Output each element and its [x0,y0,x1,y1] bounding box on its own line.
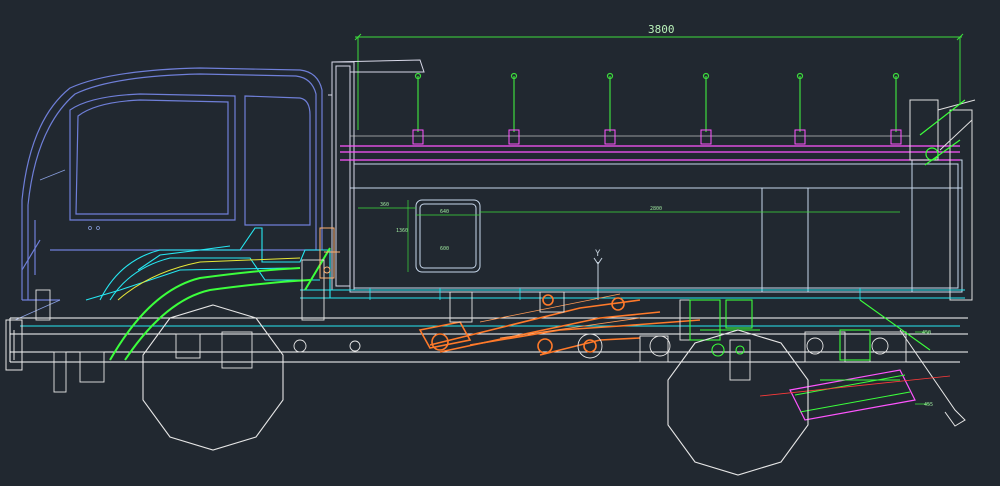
tarp-bows [414,72,900,132]
cab-outline [21,67,323,301]
cargo-body [349,159,963,293]
yellow-lines [117,257,301,301]
rear-dim-1: 450 [922,330,931,336]
inner-dim-lines [358,200,900,272]
inner-dim-2: 640 [440,209,449,215]
hydraulic-hoses [109,247,331,361]
y-axis-marker [593,257,603,300]
rear-underride [899,329,966,427]
misc-cyan [369,288,861,300]
rear-tailgate-mechanism [909,99,976,301]
chassis-green-details [689,299,931,361]
inner-dim-5: 600 [440,246,449,252]
hydraulic-lift [418,294,701,356]
rear-dim-lines [915,331,930,405]
cab-details [14,169,100,321]
rear-toolbox [789,369,916,421]
front-bumper [5,319,23,371]
cab-seat-structure [85,227,331,301]
rear-dim-2: 455 [924,402,933,408]
axis-label: Y [595,249,601,259]
rear-wheel [667,329,809,476]
inner-dim-4: 1360 [396,228,408,234]
bow-brackets [412,129,902,145]
inner-dim-1: 360 [380,202,389,208]
overall-length-label: 3800 [648,23,675,36]
overall-dimension [354,33,964,130]
junction-details [319,227,340,279]
rear-hinge-green [919,99,966,166]
inner-dim-3: 2800 [650,206,662,212]
subframe [20,289,965,327]
body-headboard [328,59,425,291]
red-centerline [759,375,951,397]
rear-toolbox-green [794,374,911,413]
inner-dimensions: 360 640 2800 1360 600 [380,202,662,252]
lift-details [479,293,641,339]
tarp-rail [340,135,960,161]
front-wheel [142,304,284,451]
